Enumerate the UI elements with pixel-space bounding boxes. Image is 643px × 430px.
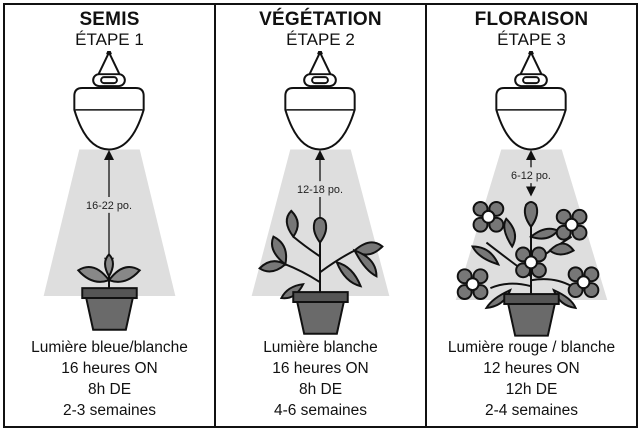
on-hours: 16 heures ON [5,358,214,379]
on-hours: 12 heures ON [427,358,636,379]
light-type: Lumière rouge / blanche [427,337,636,358]
stage-title: FLORAISON [427,9,636,31]
distance-label: 6-12 po. [511,170,551,182]
stage-info: Lumière bleue/blanche 16 heures ON 8h DE… [5,337,214,421]
grow-lamp-icon [285,51,354,149]
stage-step: ÉTAPE 2 [216,30,425,50]
flower-pot-icon [504,294,558,336]
duration: 4-6 semaines [216,400,425,421]
light-type: Lumière bleue/blanche [5,337,214,358]
stage-panel-seedling: SEMIS ÉTAPE 1 16-22 po. [5,5,216,426]
stage-title: SEMIS [5,9,214,31]
light-type: Lumière blanche [216,337,425,358]
distance-label: 12-18 po. [297,184,343,196]
off-hours: 8h DE [216,379,425,400]
grow-stages-diagram: SEMIS ÉTAPE 1 16-22 po. [3,3,638,428]
stage-panel-vegetative: VÉGÉTATION ÉTAPE 2 12-18 po. [216,5,427,426]
stage-step: ÉTAPE 3 [427,30,636,50]
stage-illustration: 16-22 po. [5,51,214,345]
stage-info: Lumière blanche 16 heures ON 8h DE 4-6 s… [216,337,425,421]
on-hours: 16 heures ON [216,358,425,379]
off-hours: 8h DE [5,379,214,400]
stage-illustration: 12-18 po. [216,51,425,345]
distance-label: 16-22 po. [86,200,132,212]
grow-lamp-icon [496,51,565,149]
duration: 2-3 semaines [5,400,214,421]
stage-step: ÉTAPE 1 [5,30,214,50]
stage-panel-flowering: FLORAISON ÉTAPE 3 6-12 po. [427,5,636,426]
grow-lamp-icon [74,51,143,149]
stage-info: Lumière rouge / blanche 12 heures ON 12h… [427,337,636,421]
stage-illustration: 6-12 po. [427,51,636,345]
duration: 2-4 semaines [427,400,636,421]
off-hours: 12h DE [427,379,636,400]
stage-title: VÉGÉTATION [216,9,425,31]
